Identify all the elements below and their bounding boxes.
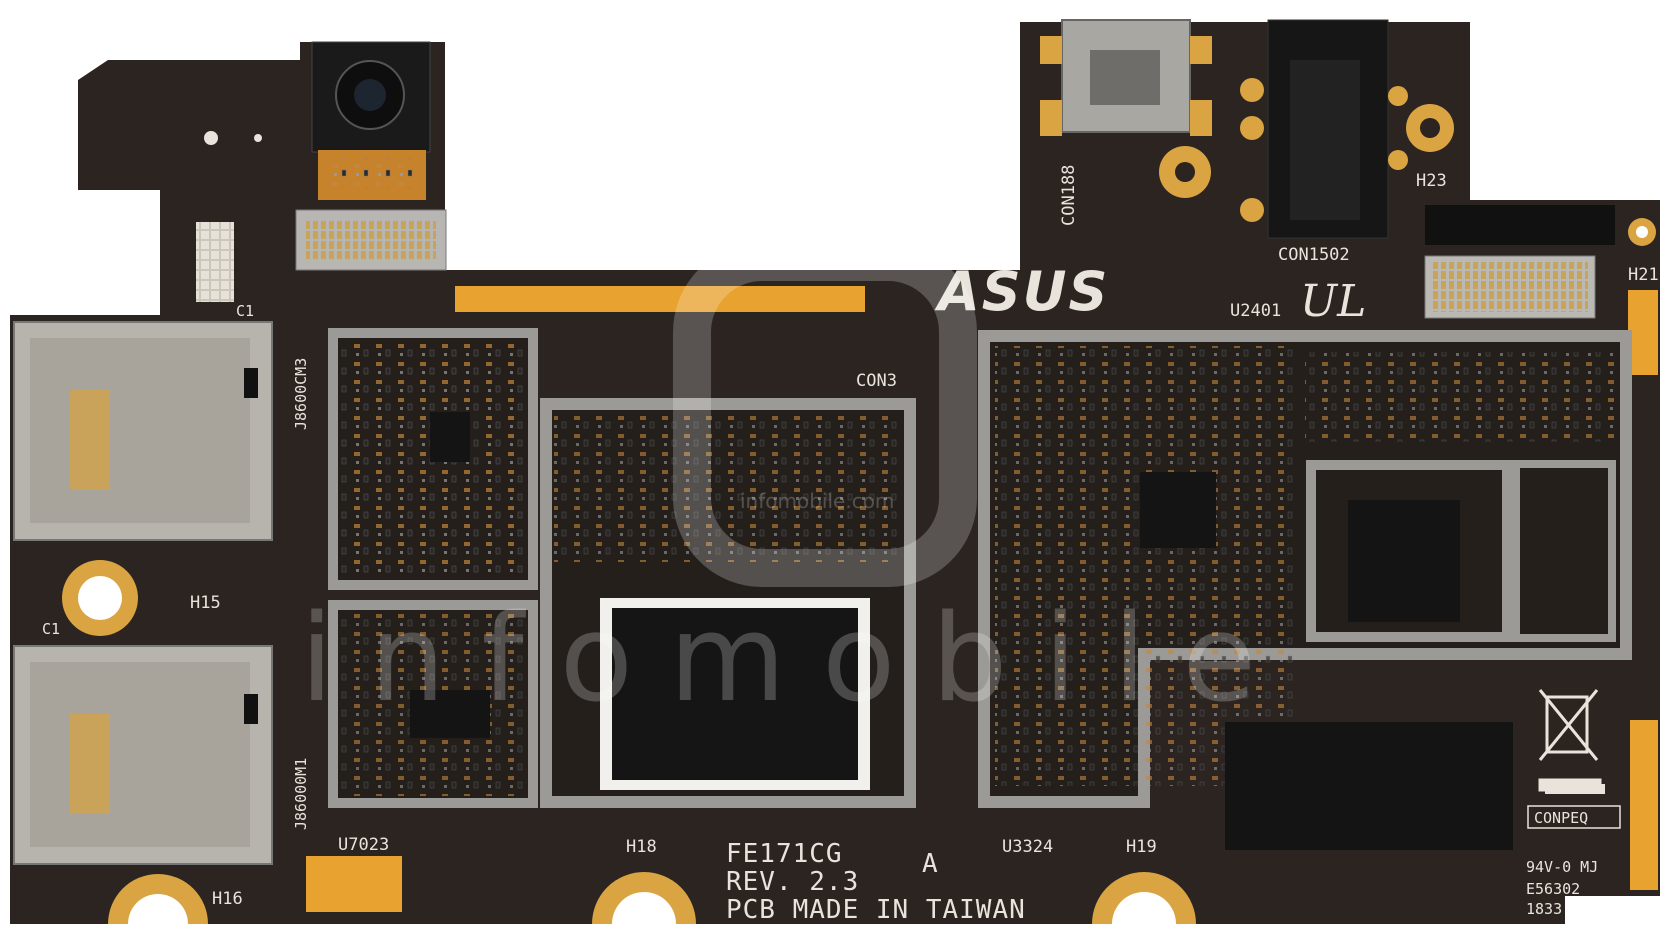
model-number: FE171CG [726, 839, 843, 869]
label-u2401: U2401 [1230, 301, 1281, 321]
label-c1: C1 [236, 302, 254, 320]
label-h18: H18 [626, 837, 657, 857]
mount-hole-h15 [62, 560, 138, 636]
shield-cpu [540, 398, 916, 808]
label-con1502: CON1502 [1278, 245, 1350, 265]
mount-hole-small [204, 131, 218, 145]
test-pad-grid [196, 222, 234, 302]
orange-tape-right [1628, 290, 1658, 375]
cert-number: E56302 [1526, 880, 1580, 898]
label-u3324: U3324 [1002, 837, 1053, 857]
label-con3: CON3 [856, 371, 897, 391]
mount-hole-h18 [592, 872, 696, 924]
asus-logo: ASUS [934, 260, 1109, 323]
watermark-logo [673, 243, 977, 587]
revision-letter: A [922, 849, 939, 879]
label-j8600cm1: J86000M1 [292, 758, 310, 830]
orange-tape-right-low [1630, 720, 1658, 890]
label-c1b: C1 [42, 620, 60, 638]
battery-pad [1225, 722, 1513, 850]
date-code: 1833 [1526, 900, 1562, 918]
sim-tray-top [13, 321, 273, 541]
connector-pins [1432, 262, 1588, 312]
mount-hole-h16 [108, 874, 208, 924]
watermark-text: infomobile [300, 590, 1292, 729]
cert-bar [1545, 784, 1605, 794]
made-in: PCB MADE IN TAIWAN [726, 895, 1026, 925]
conpeq-box [1527, 805, 1621, 829]
label-con188: CON188 [1059, 165, 1079, 226]
orange-tape-bottom [306, 856, 402, 912]
sim-tray-bottom [13, 645, 273, 865]
label-h21: H21 [1628, 265, 1659, 285]
mount-hole-small-2 [254, 134, 262, 142]
label-j8600cm3: J8600CM3 [292, 358, 310, 430]
mount-hole-h21 [1628, 218, 1656, 246]
shield-u7023-bottom [328, 600, 538, 808]
orange-tape-top [455, 286, 865, 312]
usb-port [1040, 19, 1212, 136]
label-u7023: U7023 [338, 835, 389, 855]
label-h19: H19 [1126, 837, 1157, 857]
mount-hole-h23 [1406, 104, 1454, 152]
mount-hole-mid [1159, 146, 1211, 198]
audio-jack [1240, 19, 1408, 239]
mount-hole-h19 [1092, 872, 1196, 924]
watermark-small-text: infomobile.com [740, 489, 894, 513]
revision: REV. 2.3 [726, 867, 859, 897]
label-h15: H15 [190, 593, 221, 613]
shield-u3324 [978, 330, 1632, 808]
label-h23: H23 [1416, 171, 1447, 191]
cert-brand: CONPEQ [1534, 809, 1588, 827]
rating: 94V-0 MJ [1526, 858, 1598, 876]
label-h16: H16 [212, 889, 243, 909]
camera-module [295, 41, 447, 271]
top-right-connector-black [1425, 205, 1615, 245]
ul-mark: UL [1300, 276, 1366, 327]
shield-u7023-top [328, 328, 538, 590]
